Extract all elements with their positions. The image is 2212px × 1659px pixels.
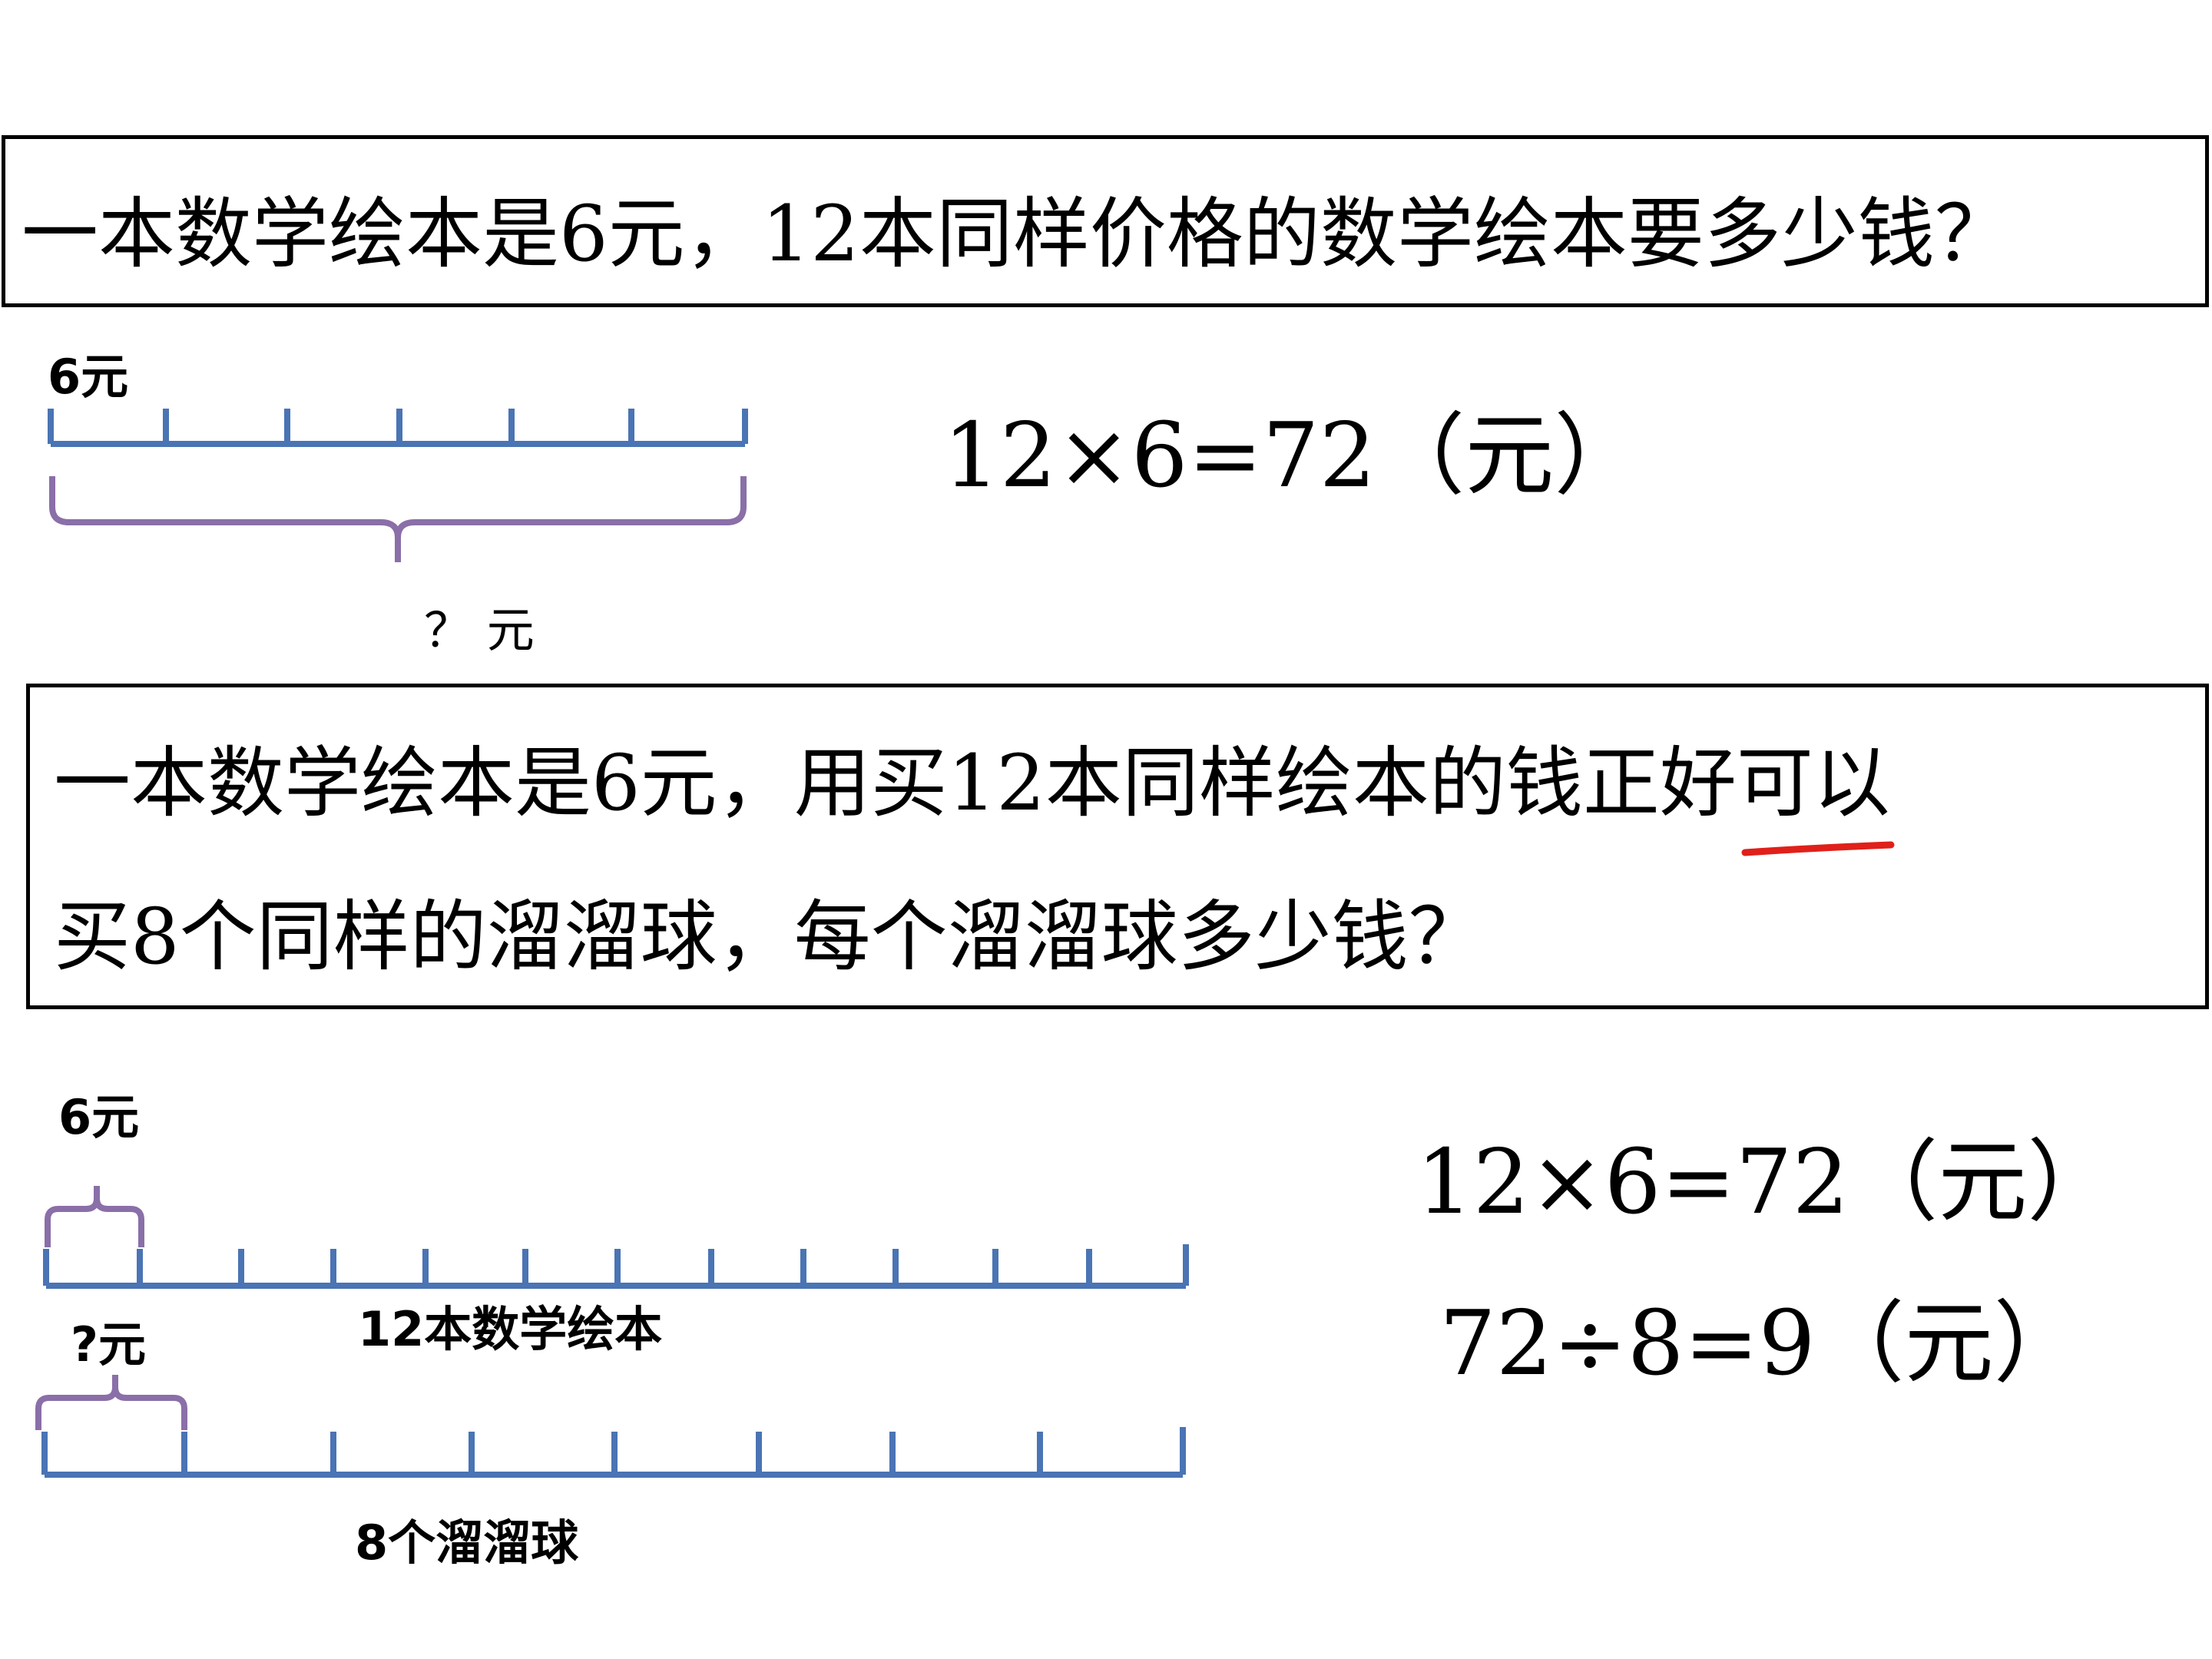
- diagram2-unit-brace: [45, 1186, 144, 1247]
- equation2: 12×6=72（元）: [1416, 1131, 2117, 1234]
- diagram2-books-line: [43, 1244, 1189, 1289]
- diagram2-unit-label: 6元: [58, 1089, 140, 1145]
- problem2-box: [26, 684, 2209, 1009]
- problem1-text: 一本数学绘本是6元，12本同样价格的数学绘本要多少钱？: [22, 189, 2012, 279]
- emphasis-underline: [1741, 841, 1895, 856]
- diagram1-unit-label: 6元: [48, 349, 129, 405]
- diagram2-balls-line: [41, 1427, 1186, 1478]
- diagram1-total-label: ？ 元: [424, 602, 535, 658]
- diagram2-unknown-label: ?元: [71, 1316, 146, 1373]
- equation3: 72÷8=9（元）: [1439, 1292, 2083, 1396]
- diagram1-total-brace: [49, 476, 747, 562]
- diagram2-unknown-brace: [35, 1375, 187, 1430]
- diagram2-balls-label: 8个溜溜球: [355, 1515, 579, 1571]
- problem1-box: [2, 135, 2209, 307]
- problem2-line1: 一本数学绘本是6元，用买12本同样绘本的钱正好可以: [54, 738, 1890, 828]
- diagram2-books-label: 12本数学绘本: [358, 1301, 663, 1357]
- equation1: 12×6=72（元）: [943, 404, 1644, 508]
- problem2-line2: 买8个同样的溜溜球，每个溜溜球多少钱？: [54, 892, 1485, 982]
- diagram1-segment-line: [48, 409, 748, 447]
